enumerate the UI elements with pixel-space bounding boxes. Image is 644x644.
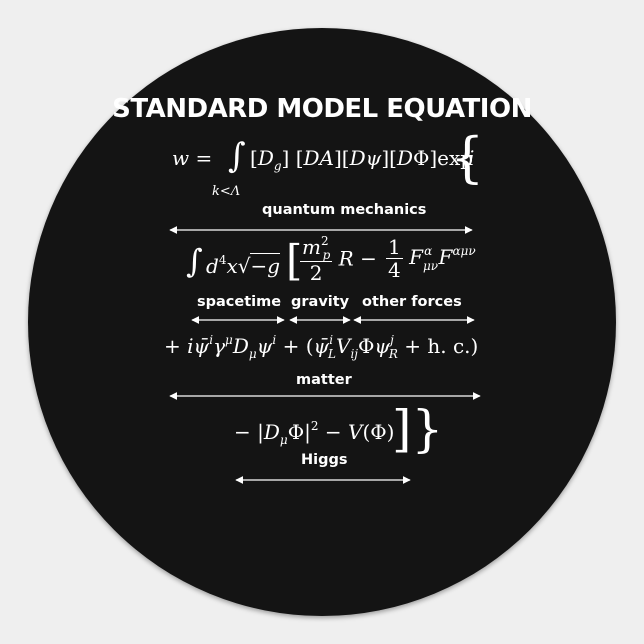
- label-spacetime: spacetime: [197, 294, 282, 310]
- measure-term: d4x√−g: [206, 253, 281, 278]
- matter-term: + iψ̄iγμDμψi + (ψ̄iLVijΦψjR + h. c.): [164, 333, 479, 361]
- path-measures: [Dg] [DA][Dψ][DΦ]exp: [250, 146, 474, 173]
- label-quantum-mechanics: quantum mechanics: [262, 202, 427, 218]
- open-bracket-2: [: [286, 236, 303, 285]
- label-higgs: Higgs: [301, 452, 348, 468]
- imaginary-unit: i: [468, 146, 475, 170]
- label-gravity: gravity: [291, 294, 350, 310]
- label-other-forces: other forces: [362, 294, 462, 310]
- title: STANDARD MODEL EQUATION: [112, 94, 532, 124]
- integral-sign-2: ∫: [186, 242, 203, 280]
- open-brace: {: [450, 126, 485, 189]
- higgs-term: − |DμΦ|2 − V(Φ): [234, 419, 395, 447]
- integral-limit: k<Λ: [212, 184, 241, 199]
- label-matter: matter: [296, 372, 352, 388]
- close-brackets: ]}: [392, 400, 444, 458]
- equation-line-1: w =: [172, 146, 213, 170]
- integral-sign-1: ∫: [228, 136, 246, 176]
